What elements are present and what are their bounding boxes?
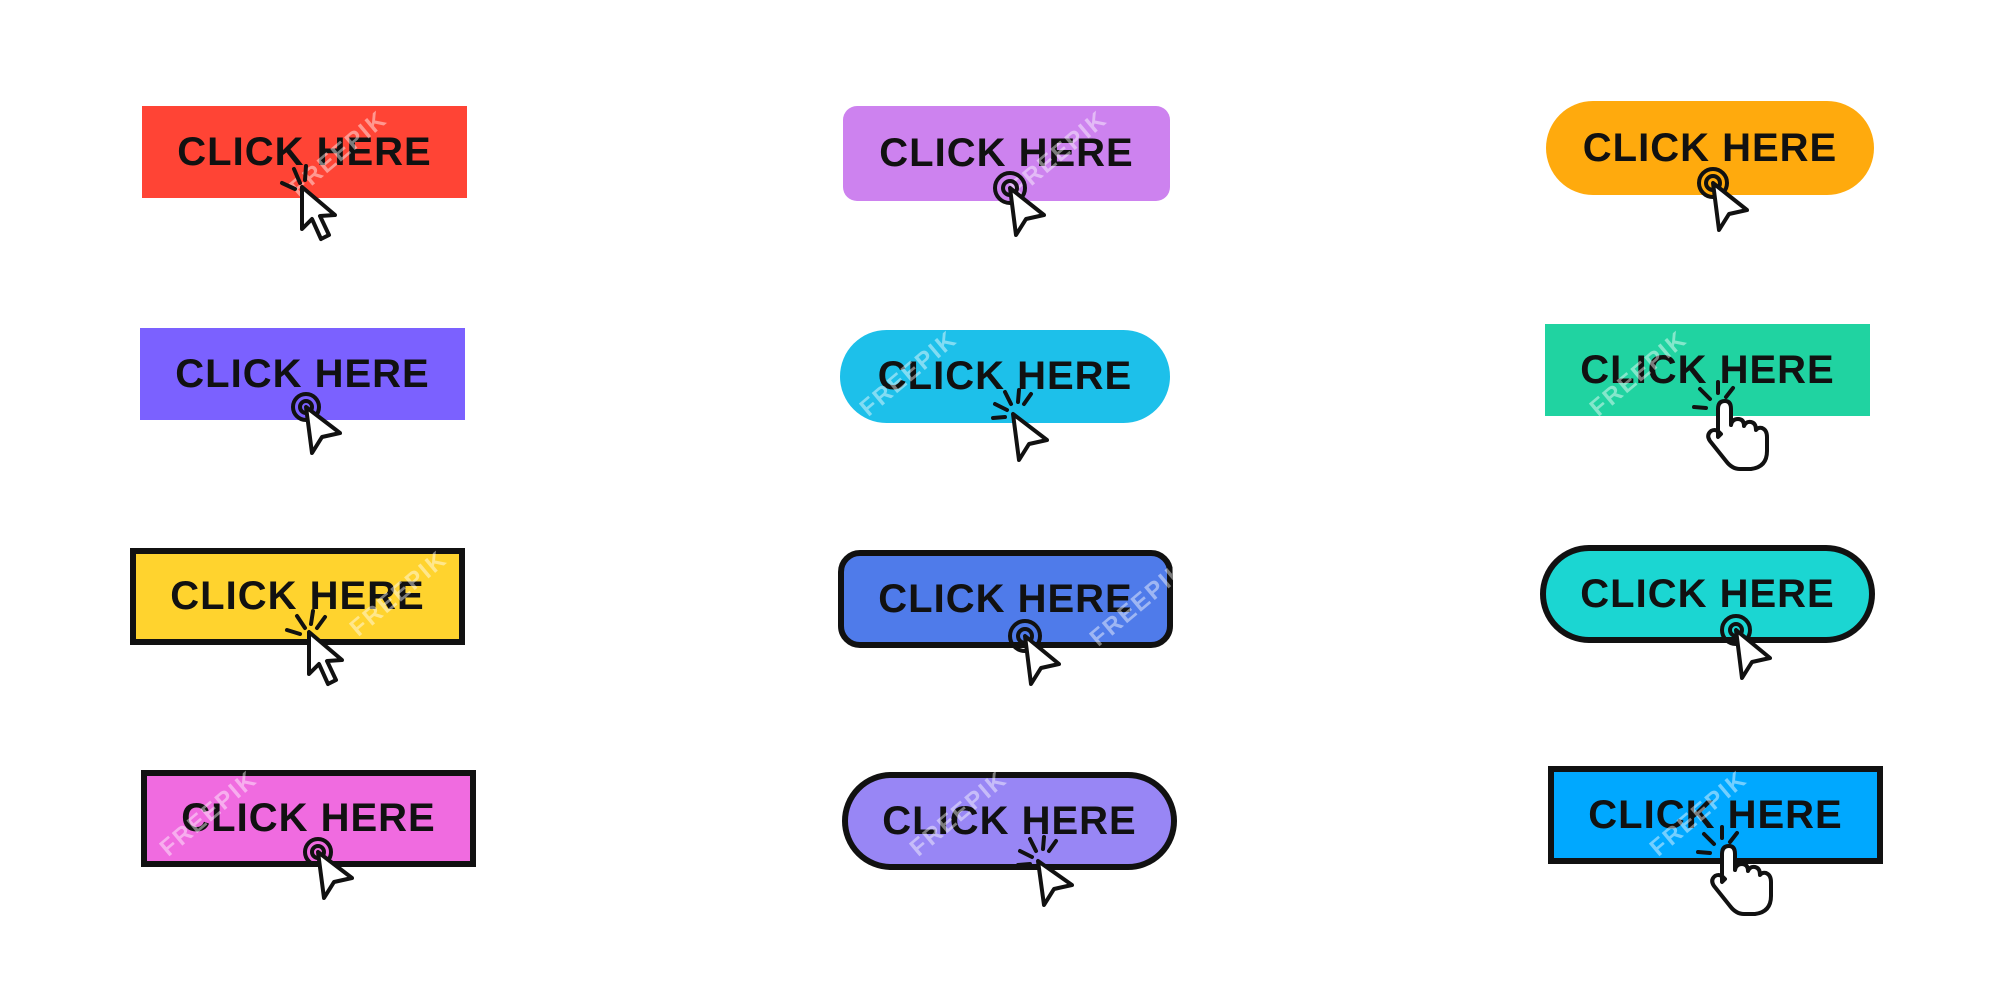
button-label: CLICK HERE bbox=[1580, 571, 1835, 616]
click-here-button-3[interactable]: CLICK HERE bbox=[1546, 101, 1874, 195]
click-here-button-11[interactable]: CLICK HERE bbox=[842, 772, 1177, 870]
button-label: CLICK HERE bbox=[170, 574, 425, 618]
button-label: CLICK HERE bbox=[878, 576, 1133, 621]
button-label: CLICK HERE bbox=[1580, 347, 1835, 392]
button-label: CLICK HERE bbox=[882, 798, 1137, 843]
click-here-button-6[interactable]: CLICK HERE bbox=[1545, 324, 1870, 416]
click-here-button-8[interactable]: CLICK HERE bbox=[838, 550, 1173, 648]
button-label: CLICK HERE bbox=[177, 129, 432, 174]
button-label: CLICK HERE bbox=[1588, 792, 1843, 837]
click-here-button-10[interactable]: CLICK HERE bbox=[141, 770, 476, 867]
button-label: CLICK HERE bbox=[175, 351, 430, 396]
click-here-button-2[interactable]: CLICK HERE bbox=[843, 106, 1170, 201]
button-label: CLICK HERE bbox=[877, 354, 1133, 398]
click-here-button-9[interactable]: CLICK HERE bbox=[1540, 545, 1875, 643]
click-here-button-12[interactable]: CLICK HERE bbox=[1548, 766, 1883, 864]
button-label: CLICK HERE bbox=[879, 131, 1134, 175]
click-here-button-5[interactable]: CLICK HERE bbox=[840, 330, 1170, 423]
click-here-button-1[interactable]: CLICK HERE bbox=[142, 106, 467, 198]
button-label: CLICK HERE bbox=[1582, 125, 1838, 170]
button-label: CLICK HERE bbox=[181, 796, 436, 840]
click-here-button-7[interactable]: CLICK HERE bbox=[130, 548, 465, 645]
click-here-button-4[interactable]: CLICK HERE bbox=[140, 328, 465, 420]
